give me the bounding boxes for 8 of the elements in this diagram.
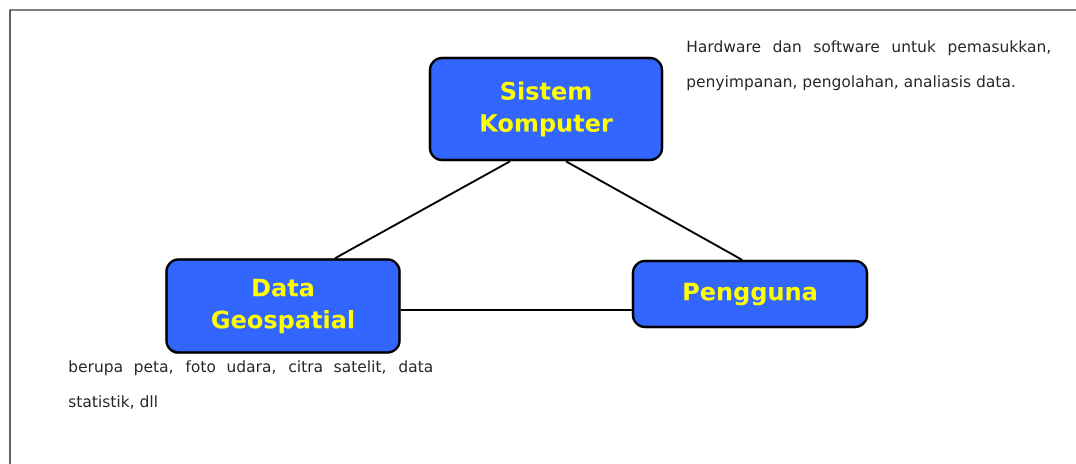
connector-line — [334, 160, 511, 260]
concept-box: Sistem Komputer — [428, 56, 664, 162]
concept-box: Pengguna — [631, 259, 869, 329]
concept-box: Data Geospatial — [165, 258, 401, 354]
description-text: berupa peta, foto udara, citra satelit, data statistik, dll — [69, 360, 432, 409]
connector-line — [565, 160, 743, 261]
description-text: Hardware dan software untuk pemasukkan, penyimpanan, pengolahan, analiasis data. — [687, 40, 1050, 91]
connector-line — [399, 309, 633, 311]
